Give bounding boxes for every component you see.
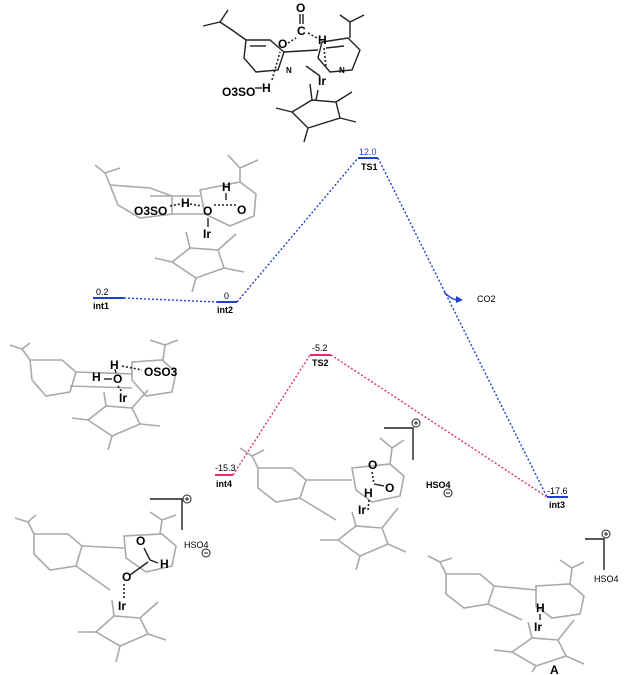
atom-h-int4: H <box>160 557 169 571</box>
atom-h-oso3-ts1: H <box>262 81 271 95</box>
label-int3: int3 <box>549 500 565 510</box>
connector-ts1-int3 <box>377 157 548 498</box>
oso3-int1: OSO3 <box>144 365 178 379</box>
co2-release-arrow: CO2 <box>443 291 496 304</box>
label-int2: int2 <box>217 305 233 315</box>
label-int4: int4 <box>216 479 232 489</box>
o3so-ts1: O3SO <box>222 85 255 99</box>
atom-o-top-ts2: O <box>368 458 377 472</box>
atom-o-int4: O <box>122 570 131 584</box>
atom-h-formyl-int2: H <box>222 180 231 194</box>
label-ts1-text: TS1 <box>361 162 378 172</box>
o3so-int2: O3SO <box>134 204 167 218</box>
anion-hso4-ts2: HSO4 <box>426 480 451 490</box>
co2-label: CO2 <box>477 294 496 304</box>
pink-pathway <box>215 354 548 498</box>
atom-ir-int1: Ir <box>119 391 127 405</box>
atom-o-int2: O <box>203 204 212 218</box>
atom-o2-int2: O <box>237 203 246 217</box>
atom-o-ts1: O <box>278 37 287 51</box>
label-int1: int1 <box>93 301 109 311</box>
connector-int1-int2 <box>123 297 218 303</box>
positive-charge-icon <box>411 418 421 428</box>
blue-pathway <box>93 157 568 498</box>
atom-c-ts1: C <box>297 24 306 38</box>
label-ts2: TS2 <box>312 358 329 368</box>
atom-ir-a: Ir <box>534 620 542 634</box>
structure-label-a: A <box>550 663 559 675</box>
atom-o-top-ts1: O <box>296 1 305 15</box>
connector-int4-ts2 <box>232 354 311 476</box>
atom-h-a: H <box>536 601 545 615</box>
energy-int1: 0.2 <box>96 287 109 297</box>
atom-ir-ts2: Ir <box>358 503 366 517</box>
structure-int1: H H O H H H OSO3 H O H H H H O O Ir <box>9 339 179 451</box>
connector-int2-ts1 <box>236 157 359 303</box>
structure-a: H Ir HSO4 A <box>427 529 619 675</box>
structure-int4: C O H O Ir HSO4 <box>14 494 211 663</box>
connector-ts2-int3 <box>330 354 548 498</box>
atom-h-ts2: H <box>364 486 373 500</box>
structure-ts1: N N C O O O H H H O3SO Ir <box>202 1 365 143</box>
energy-ts2: -5.2 <box>312 343 328 353</box>
atom-h-int1: H <box>92 370 101 384</box>
anion-hso4-a: HSO4 <box>594 574 619 584</box>
energy-int2: 0 <box>224 291 229 301</box>
atom-h-bridge-int1: H <box>110 358 119 372</box>
arrowhead-icon <box>456 296 463 303</box>
negative-charge-icon <box>201 548 211 558</box>
atom-n-left: N <box>286 66 292 75</box>
atom-o-top-int4: O <box>136 534 145 548</box>
energy-int4: -15.3 <box>215 463 236 473</box>
structure-ts2: O O H Ir HSO4 <box>239 418 453 571</box>
atom-h-ts1: H <box>318 33 327 47</box>
negative-charge-icon <box>443 488 453 498</box>
atom-ir-int2: Ir <box>203 227 211 241</box>
energy-ts1: 12.0 <box>359 147 377 157</box>
atom-ir-ts1: Ir <box>318 74 326 88</box>
atom-o-ts2: O <box>385 481 394 495</box>
anion-hso4-int4: HSO4 <box>184 540 209 550</box>
atom-o-hydroxyl-int1: O <box>113 372 122 386</box>
positive-charge-icon <box>601 529 611 539</box>
atom-ir-int4: Ir <box>118 599 126 613</box>
atom-h-int2: H <box>181 196 190 210</box>
atom-n-right: N <box>339 66 345 75</box>
energy-int3: -17.6 <box>547 486 568 496</box>
positive-charge-icon <box>182 494 192 504</box>
structure-int2: O3SO H O O H Ir <box>94 154 259 293</box>
